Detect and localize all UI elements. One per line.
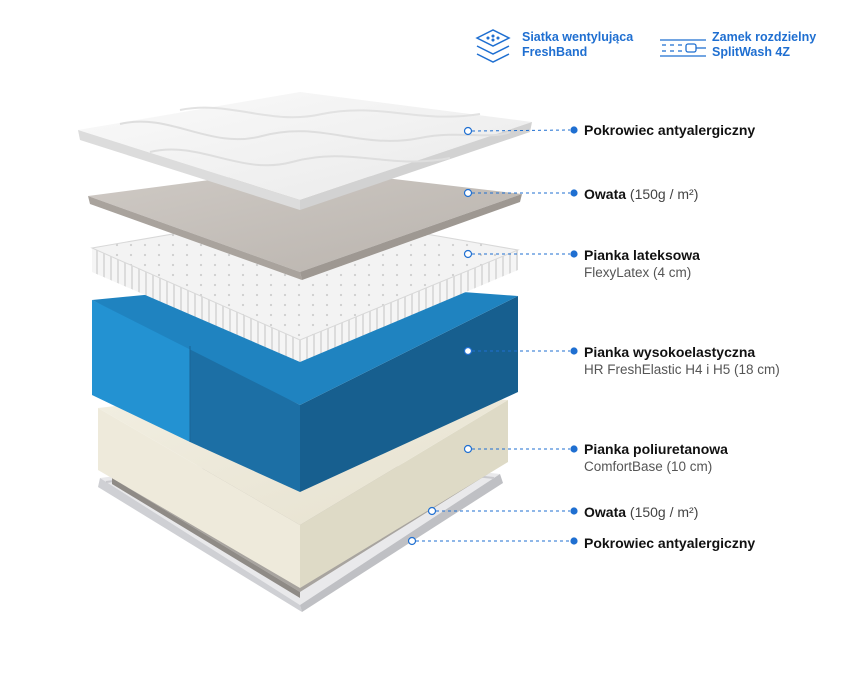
callout-anchor-0 — [463, 126, 473, 136]
callout-dot-3 — [570, 347, 578, 355]
feature-line2: FreshBand — [522, 45, 588, 59]
layer-name: Owata — [584, 504, 627, 520]
feature-line1: Siatka wentylująca — [522, 30, 634, 44]
callout-dot-0 — [570, 126, 578, 134]
callout-dot-6 — [570, 537, 578, 545]
callouts — [407, 126, 578, 546]
callout-dot-2 — [570, 250, 578, 258]
layer-label-comfort-base: Pianka poliuretanowa ComfortBase (10 cm) — [584, 440, 728, 476]
callout-anchor-6 — [407, 536, 417, 546]
zipper-icon — [660, 39, 706, 57]
layer-name: Pianka poliuretanowa — [584, 441, 728, 457]
layer-label-latex: Pianka lateksowa FlexyLatex (4 cm) — [584, 246, 700, 282]
layer-label-top-wadding: Owata (150g / m²) — [584, 185, 698, 203]
top-cover-layer — [78, 92, 532, 210]
callout-anchor-1 — [463, 188, 473, 198]
layer-name: Pianka lateksowa — [584, 247, 700, 263]
layer-spec: (150g / m²) — [626, 186, 699, 202]
callout-anchor-3 — [463, 346, 473, 356]
feature-ventilation-mesh: Siatka wentylująca FreshBand — [522, 30, 633, 60]
callout-anchor-4 — [463, 444, 473, 454]
layer-label-top-cover: Pokrowiec antyalergiczny — [584, 121, 755, 139]
layer-sub: FlexyLatex (4 cm) — [584, 265, 692, 280]
layer-name: Pokrowiec antyalergiczny — [584, 535, 756, 551]
feature-line2: SplitWash 4Z — [712, 45, 791, 59]
callout-anchor-2 — [463, 249, 473, 259]
callout-line-0 — [471, 129, 571, 132]
layer-sub: HR FreshElastic H4 i H5 (18 cm) — [584, 362, 780, 377]
callout-dot-4 — [570, 445, 578, 453]
ventilation-mesh-icon — [475, 29, 511, 63]
layer-spec: (150g / m²) — [626, 504, 699, 520]
layer-name: Pokrowiec antyalergiczny — [584, 122, 756, 138]
layer-label-hr-foam: Pianka wysokoelastyczna HR FreshElastic … — [584, 343, 780, 379]
layer-label-bottom-wadding: Owata (150g / m²) — [584, 503, 698, 521]
feature-zipper: Zamek rozdzielny SplitWash 4Z — [712, 30, 816, 60]
feature-line1: Zamek rozdzielny — [712, 30, 817, 44]
layer-name: Pianka wysokoelastyczna — [584, 344, 756, 360]
callout-dot-5 — [570, 507, 578, 515]
layer-label-bottom-cover: Pokrowiec antyalergiczny — [584, 534, 755, 552]
callout-anchor-5 — [427, 506, 437, 516]
layer-sub: ComfortBase (10 cm) — [584, 459, 713, 474]
callout-dot-1 — [570, 189, 578, 197]
layer-name: Owata — [584, 186, 627, 202]
top-wadding-layer — [88, 168, 522, 280]
